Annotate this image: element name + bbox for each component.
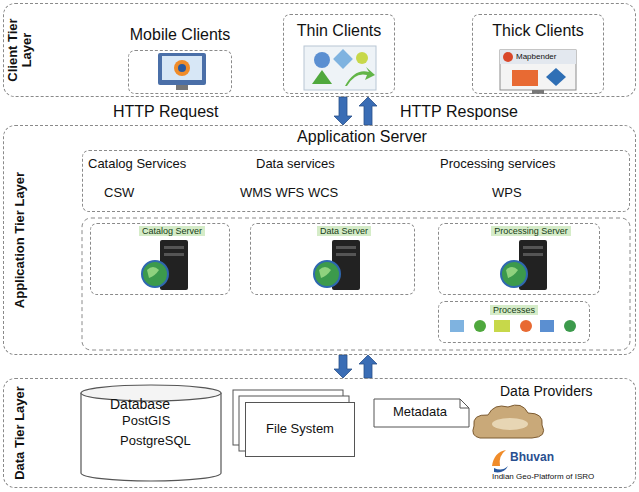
flow-arrow	[359, 97, 377, 125]
server-icon	[501, 240, 547, 290]
node-text: Database	[110, 396, 170, 412]
file-page: File System	[245, 402, 355, 457]
server-group-outline	[82, 218, 630, 350]
mobile-client-icon	[158, 53, 206, 90]
provider-group: Data Providers	[470, 381, 620, 487]
node-text: Metadata	[393, 405, 447, 420]
logo-text: Mapbender	[516, 52, 556, 61]
process-icons	[450, 320, 576, 332]
node-text: Thick Clients	[492, 22, 584, 40]
server-box: Processing Server	[438, 223, 600, 295]
services-box: Catalog Services Data services Processing …	[82, 150, 630, 212]
cloud-provider-icon	[473, 405, 544, 438]
bhuvan-logo	[492, 450, 508, 472]
tier-label: Client Tier Layer	[5, 7, 35, 93]
client-box: Thin Clients	[283, 14, 395, 94]
tier-band: Data Tier Layer DatabasePostGIS PostgreSQL…	[3, 378, 636, 488]
server-icon	[142, 240, 188, 290]
server-box: Data Server	[250, 223, 415, 295]
node-text: CSW	[104, 186, 134, 201]
logo-text: Bhuvan	[510, 451, 554, 465]
thick-client-icon	[500, 50, 576, 94]
tier-label: Data Tier Layer	[5, 382, 35, 484]
node-text: Processing Server	[491, 226, 571, 236]
server-box: Catalog Server	[90, 223, 230, 295]
database-cylinder: DatabasePostGIS PostgreSQL	[80, 384, 222, 482]
node-text: PostGIS	[122, 414, 170, 429]
node-text: Data Server	[317, 226, 371, 236]
node-text: Processes	[490, 305, 538, 315]
protocol-label: HTTP Request	[113, 103, 219, 121]
client-box: Mobile Clients	[128, 50, 232, 94]
flow-arrow	[334, 355, 352, 378]
process-box: Processes	[438, 301, 590, 343]
node-text: Thin Clients	[297, 22, 381, 40]
node-text: Mobile Clients	[130, 26, 230, 44]
tier-label: Application Tier Layer	[5, 129, 35, 351]
thin-client-icon	[304, 46, 376, 90]
tier-band: Client Tier LayerMobile ClientsThin Clie…	[3, 3, 636, 97]
node-text: WPS	[492, 186, 522, 201]
flow-arrow	[359, 355, 377, 378]
node-text: Processing services	[440, 157, 556, 172]
node-text: PostgreSQL	[120, 434, 191, 449]
server-icon	[314, 240, 360, 290]
metadata-doc: Metadata	[373, 398, 470, 428]
tier-band: Application Tier Layer Application Server…	[3, 125, 636, 355]
logo-text: Indian Geo-Platform of ISRO	[492, 472, 594, 481]
node-text: Data Providers	[500, 383, 593, 399]
node-text: File System	[266, 422, 334, 437]
protocol-label: HTTP Response	[400, 103, 518, 121]
node-text: Application Server	[297, 128, 427, 146]
node-text: Catalog Server	[139, 226, 205, 236]
flow-arrow	[334, 97, 352, 125]
node-text: Catalog Services	[88, 157, 186, 172]
node-text: WMS WFS WCS	[240, 186, 338, 201]
node-text: Data services	[256, 157, 335, 172]
